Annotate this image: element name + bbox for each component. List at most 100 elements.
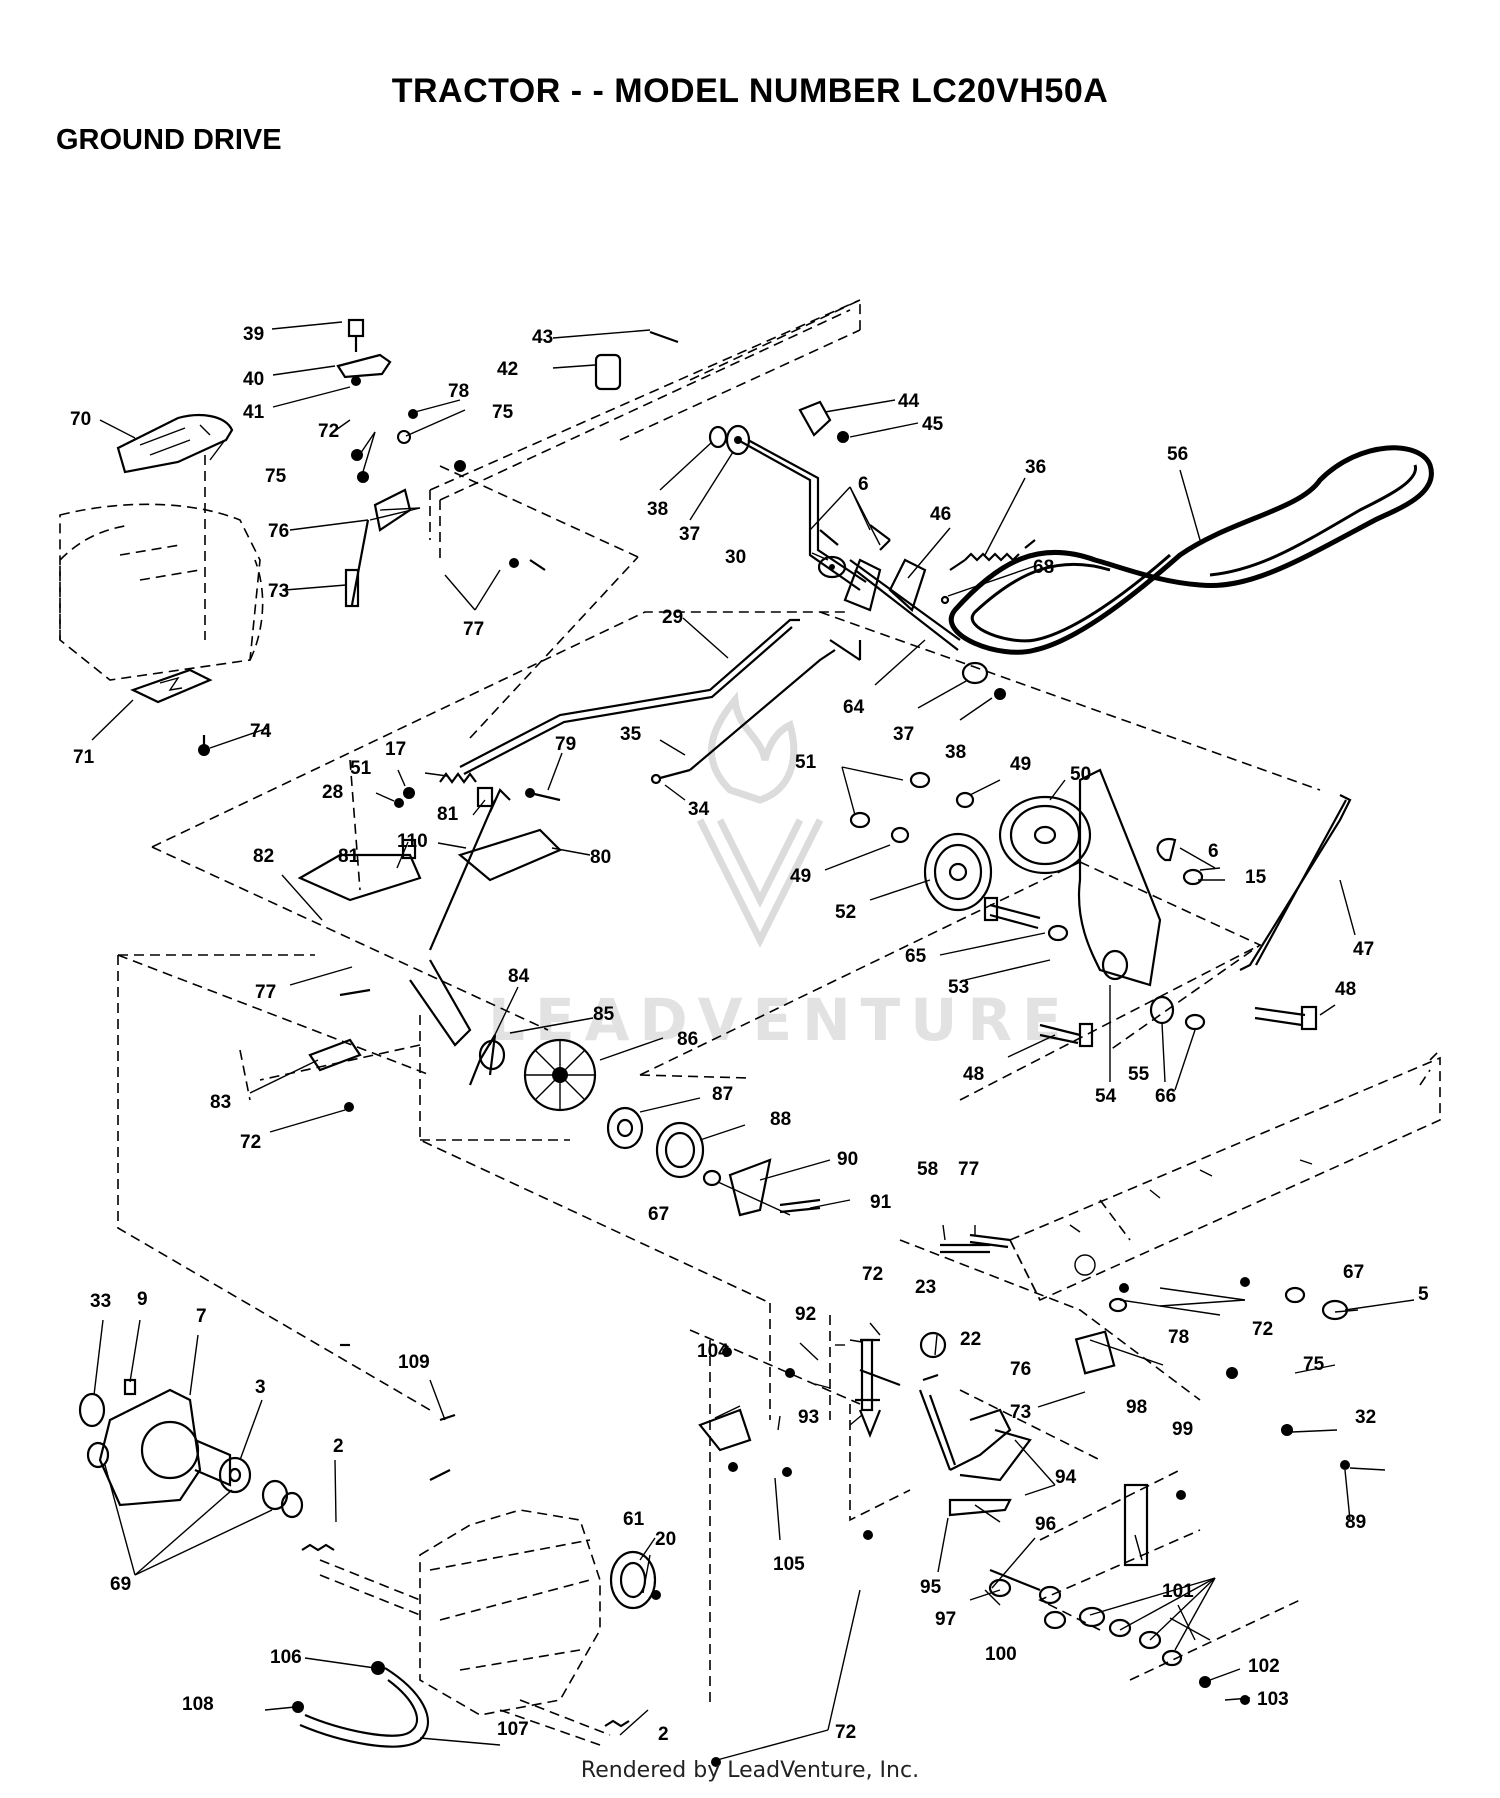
callout-6b: 6 xyxy=(1208,841,1219,862)
callout-leaders xyxy=(91,321,1415,1761)
callout-95: 95 xyxy=(920,1577,942,1598)
callout-48a: 48 xyxy=(1335,979,1356,1000)
callout-92: 92 xyxy=(795,1304,816,1325)
neutral-bracket xyxy=(698,1408,752,1472)
callout-6a: 6 xyxy=(858,474,869,495)
callout-67a: 67 xyxy=(648,1204,669,1225)
callout-64: 64 xyxy=(843,697,865,718)
callout-17: 17 xyxy=(385,739,406,760)
callout-110: 110 xyxy=(397,831,428,852)
callout-77c: 77 xyxy=(958,1159,979,1180)
frame-top xyxy=(429,298,861,571)
callout-78a: 78 xyxy=(448,381,469,402)
shift-linkage xyxy=(855,1330,1149,1592)
callout-5: 5 xyxy=(1418,1284,1429,1305)
callout-108: 108 xyxy=(182,1694,214,1715)
callout-15: 15 xyxy=(1245,867,1267,888)
control-rods xyxy=(459,618,1352,971)
callout-106: 106 xyxy=(270,1647,302,1668)
callout-labels: 39 40 41 43 42 70 78 72 75 75 76 73 77 4… xyxy=(70,324,1429,1745)
callout-93: 93 xyxy=(798,1407,819,1428)
callout-75c: 75 xyxy=(1303,1354,1325,1375)
callout-37a: 37 xyxy=(679,524,700,545)
callout-72a: 72 xyxy=(318,421,339,442)
callout-76b: 76 xyxy=(1010,1359,1031,1380)
callout-91: 91 xyxy=(870,1192,892,1213)
callout-47: 47 xyxy=(1353,939,1374,960)
callout-72c: 72 xyxy=(1252,1319,1273,1340)
assembly-guide-lines xyxy=(117,465,1321,1705)
callout-35: 35 xyxy=(620,724,642,745)
callout-104: 104 xyxy=(697,1341,729,1362)
callout-79: 79 xyxy=(555,734,576,755)
callout-50: 50 xyxy=(1070,764,1091,785)
callout-72d: 72 xyxy=(862,1264,883,1285)
callout-43: 43 xyxy=(532,327,553,348)
callout-42: 42 xyxy=(497,359,518,380)
spring-17 xyxy=(394,772,561,808)
callout-96: 96 xyxy=(1035,1514,1056,1535)
callout-71: 71 xyxy=(73,747,95,768)
seat-hardware xyxy=(336,318,466,608)
callout-77b: 77 xyxy=(255,982,276,1003)
callout-49b: 49 xyxy=(790,866,811,887)
callout-48b: 48 xyxy=(963,1064,984,1085)
callout-41: 41 xyxy=(243,402,265,423)
callout-109: 109 xyxy=(398,1352,430,1373)
callout-30: 30 xyxy=(725,547,746,568)
callout-36: 36 xyxy=(1025,457,1046,478)
idler-bracket xyxy=(983,768,1318,1048)
callout-89: 89 xyxy=(1345,1512,1366,1533)
page-title: TRACTOR - - MODEL NUMBER LC20VH50A xyxy=(391,72,1109,110)
callout-23: 23 xyxy=(915,1277,936,1298)
callout-101: 101 xyxy=(1162,1581,1194,1602)
spring-36 xyxy=(940,539,1036,605)
rendered-by-footer: Rendered by LeadVenture, Inc. xyxy=(580,1758,920,1783)
callout-61: 61 xyxy=(623,1509,645,1530)
callout-86: 86 xyxy=(677,1029,698,1050)
callout-2b: 2 xyxy=(658,1724,669,1745)
clutch-linkage xyxy=(297,786,562,1112)
seat-latch-plate xyxy=(130,668,213,704)
callout-74: 74 xyxy=(250,721,272,742)
callout-45: 45 xyxy=(922,414,944,435)
callout-68: 68 xyxy=(1033,557,1054,578)
callout-22: 22 xyxy=(960,1329,981,1350)
callout-90: 90 xyxy=(837,1149,858,1170)
drive-belt xyxy=(949,445,1434,655)
callout-20: 20 xyxy=(655,1529,676,1550)
callout-32: 32 xyxy=(1355,1407,1376,1428)
callout-69: 69 xyxy=(110,1574,131,1595)
callout-80: 80 xyxy=(590,847,611,868)
callout-33: 33 xyxy=(90,1291,111,1312)
callout-105: 105 xyxy=(773,1554,805,1575)
callout-83: 83 xyxy=(210,1092,231,1113)
callout-72b: 72 xyxy=(240,1132,261,1153)
fan-pulley-assembly xyxy=(468,1034,821,1217)
callout-99: 99 xyxy=(1172,1419,1193,1440)
callout-2a: 2 xyxy=(333,1436,344,1457)
callout-94: 94 xyxy=(1055,1467,1077,1488)
callout-51a: 51 xyxy=(350,758,372,779)
callout-102: 102 xyxy=(1248,1656,1280,1677)
callout-44: 44 xyxy=(898,391,920,412)
callout-78b: 78 xyxy=(1168,1327,1189,1348)
callout-7: 7 xyxy=(196,1306,207,1327)
section-title: GROUND DRIVE xyxy=(56,124,282,156)
callout-73a: 73 xyxy=(268,581,289,602)
callout-66: 66 xyxy=(1155,1086,1176,1107)
callout-34: 34 xyxy=(688,799,710,820)
callout-54: 54 xyxy=(1095,1086,1117,1107)
callout-85: 85 xyxy=(593,1004,615,1025)
callout-72e: 72 xyxy=(835,1722,856,1743)
callout-76a: 76 xyxy=(268,521,289,542)
callout-58: 58 xyxy=(917,1159,938,1180)
callout-73b: 73 xyxy=(1010,1402,1031,1423)
callout-38b: 38 xyxy=(945,742,966,763)
wheel-hub xyxy=(78,1378,456,1519)
callout-98: 98 xyxy=(1126,1397,1147,1418)
callout-46: 46 xyxy=(930,504,951,525)
callout-81a: 81 xyxy=(437,804,459,825)
callout-97: 97 xyxy=(935,1609,956,1630)
